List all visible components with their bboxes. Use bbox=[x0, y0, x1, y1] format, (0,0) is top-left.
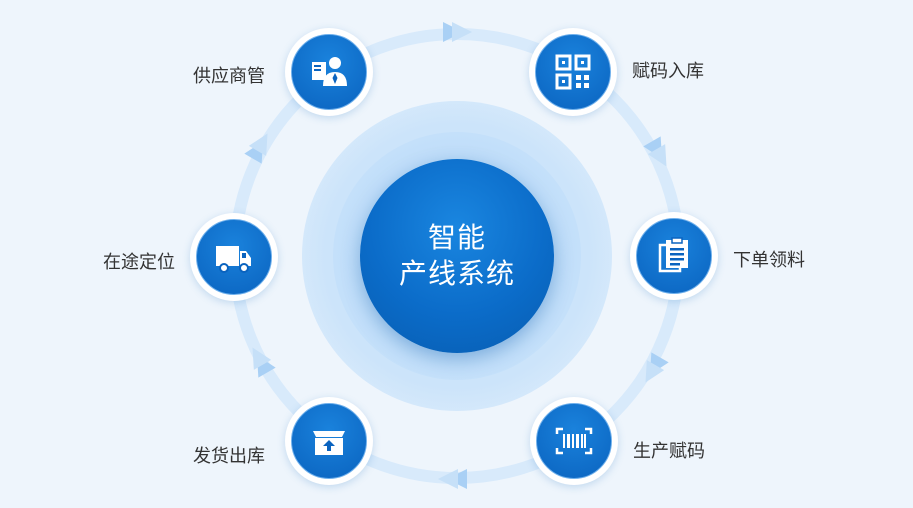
box-upload-icon bbox=[313, 431, 345, 455]
step-label-order-material: 下单领料 bbox=[733, 250, 805, 271]
step-label-in-transit: 在途定位 bbox=[103, 252, 175, 273]
node-production-code bbox=[530, 397, 618, 485]
flow-arrow bbox=[438, 469, 467, 489]
step-label-code-storage: 赋码入库 bbox=[632, 61, 704, 82]
node-in-transit bbox=[190, 213, 278, 301]
flow-arrow bbox=[643, 136, 667, 167]
flow-arrow bbox=[443, 22, 472, 42]
step-label-production-code: 生产赋码 bbox=[633, 441, 705, 462]
step-label-supplier: 供应商管 bbox=[193, 66, 265, 87]
node-order-material bbox=[630, 212, 718, 300]
center-circle: 智能 产线系统 bbox=[360, 159, 554, 353]
qr-code-icon bbox=[555, 54, 591, 90]
center-title-line2: 产线系统 bbox=[398, 257, 515, 290]
node-supplier bbox=[285, 28, 373, 116]
center-title-line1: 智能 bbox=[427, 221, 486, 254]
step-label-shipping: 发货出库 bbox=[193, 446, 265, 467]
node-shipping bbox=[285, 397, 373, 485]
flow-arrow bbox=[645, 352, 669, 383]
barcode-icon bbox=[555, 427, 593, 455]
document-icon bbox=[658, 237, 688, 273]
supplier-icon bbox=[312, 57, 347, 86]
truck-icon bbox=[216, 246, 251, 273]
flow-arrow bbox=[252, 347, 276, 378]
flow-arrow bbox=[244, 133, 268, 164]
node-code-storage bbox=[529, 28, 617, 116]
